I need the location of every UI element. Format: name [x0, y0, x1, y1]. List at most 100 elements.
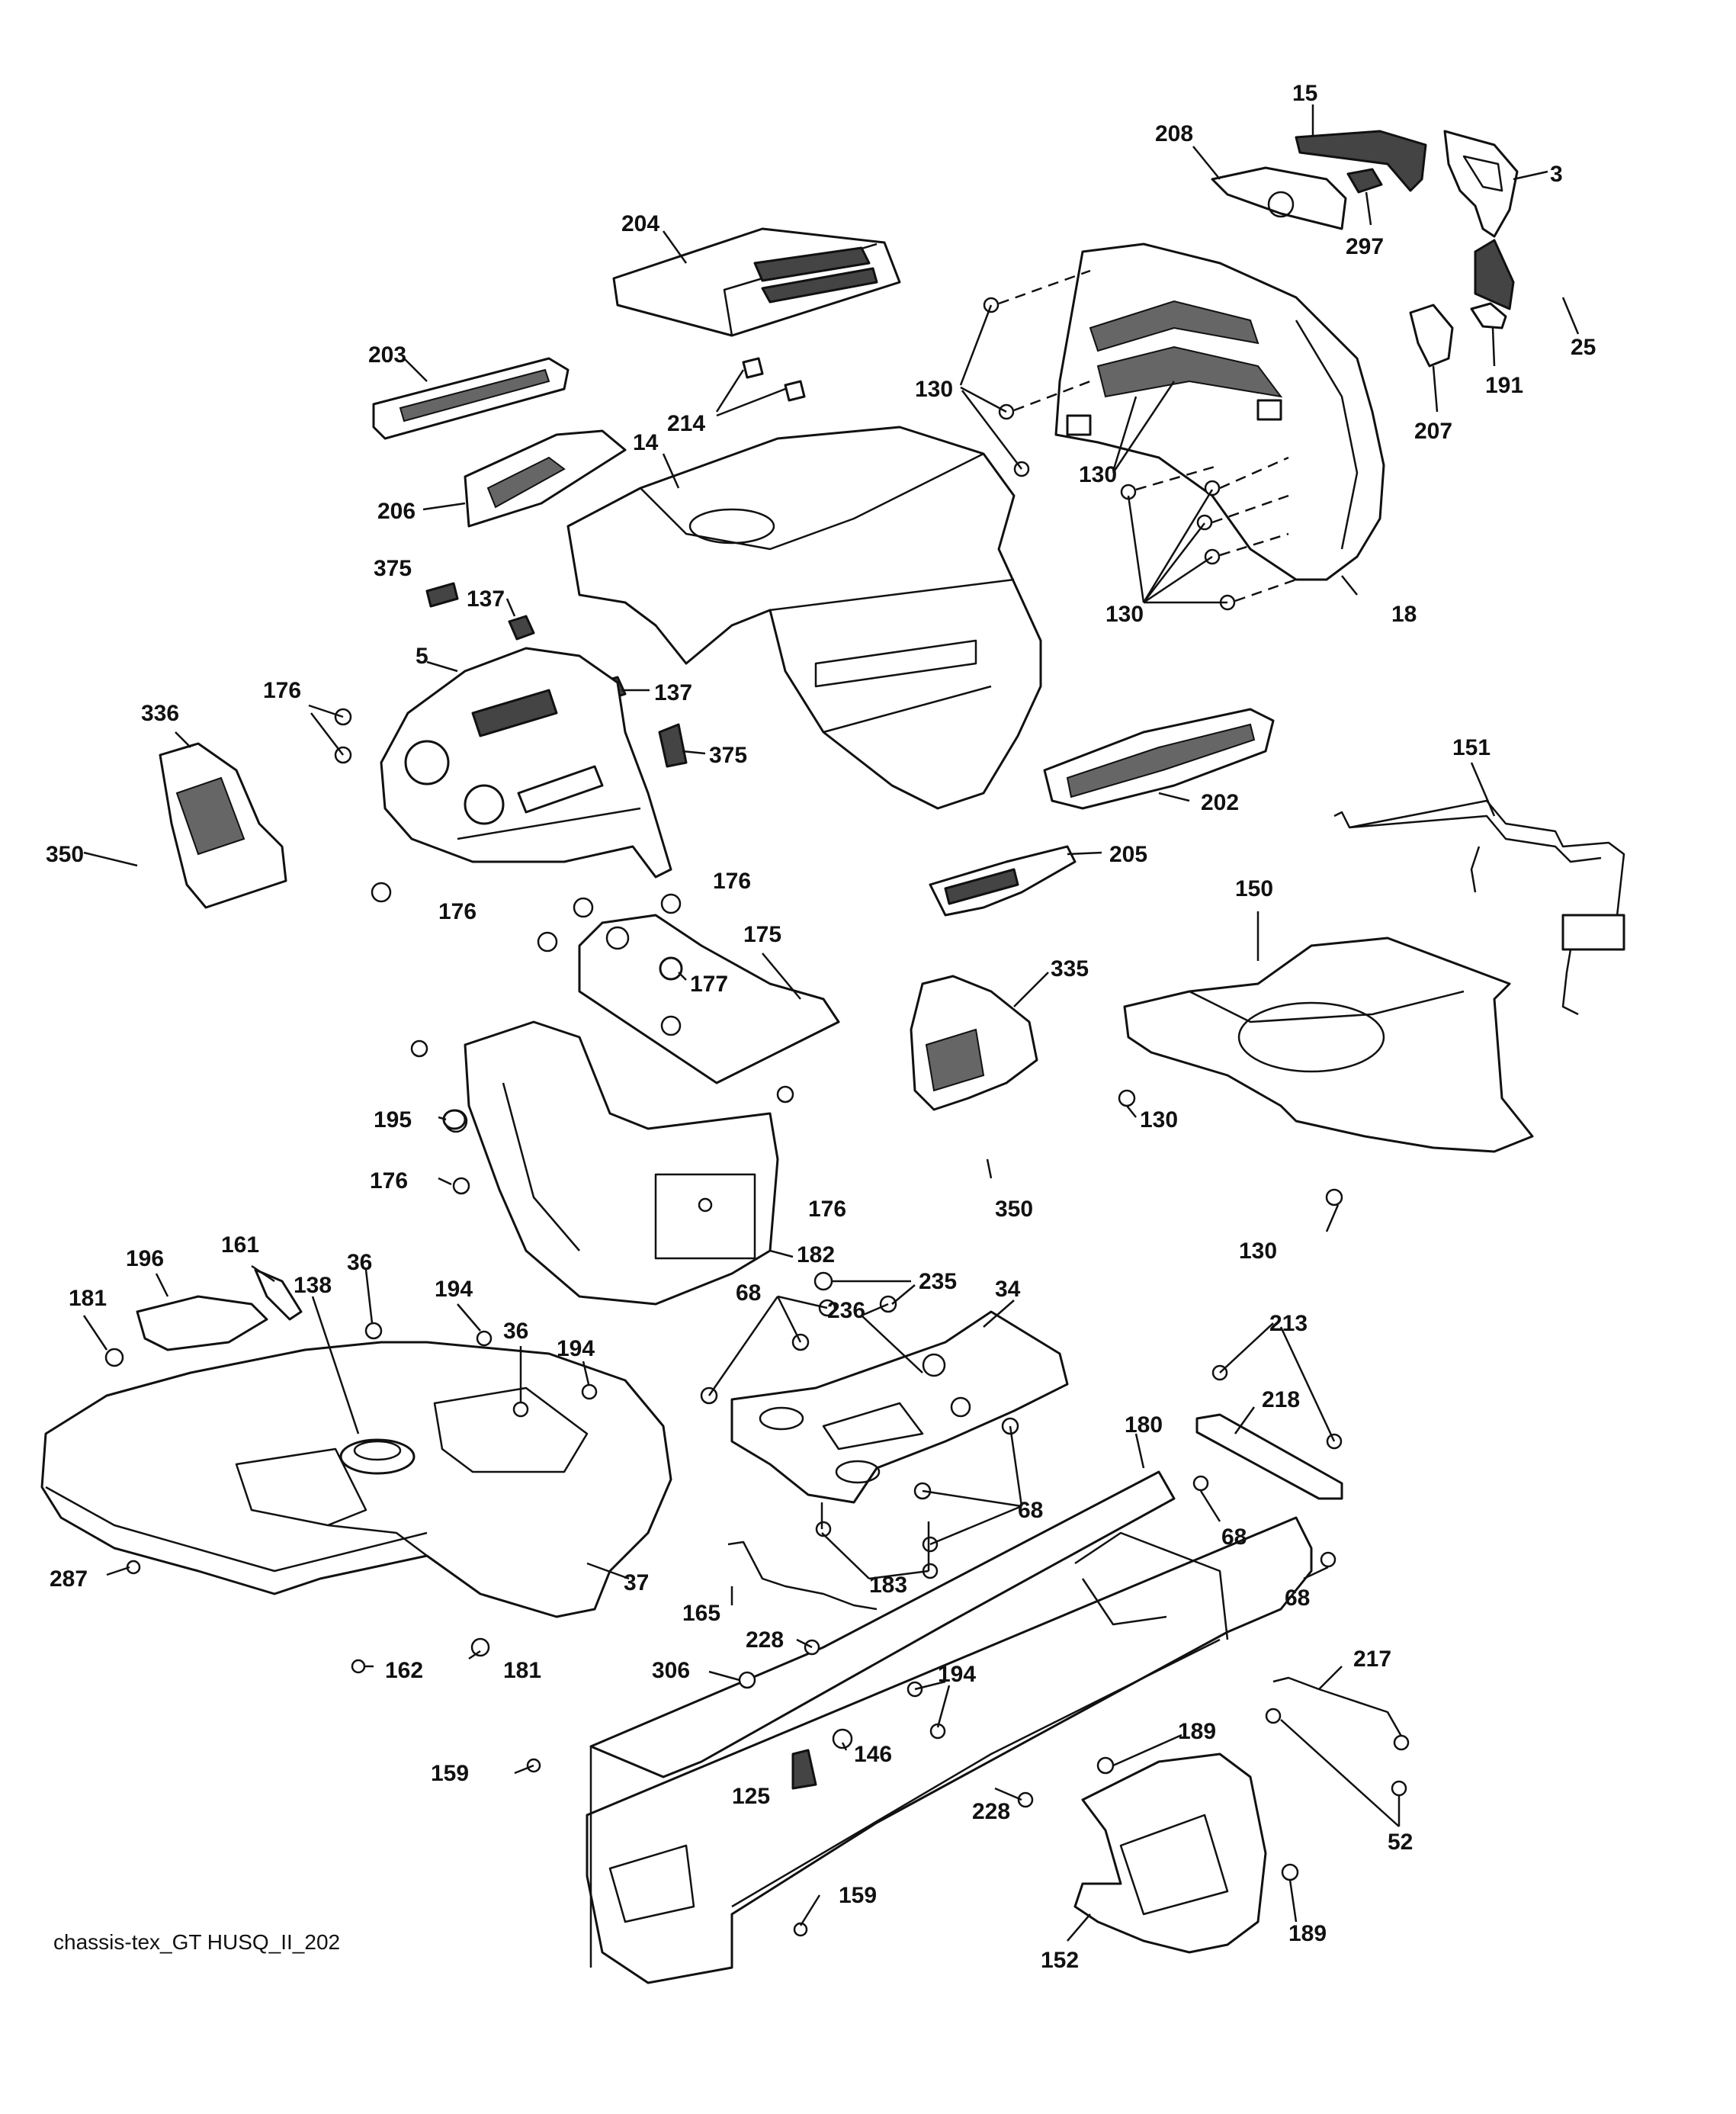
callout-161: 161 [221, 1232, 259, 1258]
callout-375: 375 [374, 556, 412, 581]
bolts-130-lower [1118, 1089, 1343, 1206]
callout-130: 130 [1140, 1107, 1178, 1132]
part-375-pad [425, 582, 688, 768]
part-183-rods [820, 1502, 930, 1571]
callout-194: 194 [435, 1277, 473, 1302]
callout-208: 208 [1155, 121, 1193, 146]
part-205-trim [929, 845, 1077, 917]
callout-235: 235 [919, 1269, 957, 1294]
part-297-clip [1346, 168, 1383, 194]
part-191-bracket [1470, 302, 1507, 329]
callout-206: 206 [377, 499, 416, 524]
part-217-rod [1265, 1676, 1410, 1797]
callout-34: 34 [995, 1277, 1021, 1302]
callout-176: 176 [713, 869, 751, 894]
callout-37: 37 [624, 1570, 649, 1595]
callout-336: 336 [141, 701, 179, 726]
part-151-bracket [1333, 799, 1625, 1016]
callout-189: 189 [1288, 1921, 1327, 1946]
callout-213: 213 [1269, 1311, 1308, 1336]
part-5-dash-panel [380, 647, 672, 879]
part-14-hood-shell [566, 426, 1042, 810]
callout-375: 375 [709, 743, 747, 768]
callout-176: 176 [808, 1197, 846, 1222]
callout-175: 175 [743, 922, 781, 947]
callout-195: 195 [374, 1107, 412, 1132]
callout-130: 130 [1239, 1239, 1277, 1264]
part-152-battery-tray [1073, 1753, 1267, 1954]
part-336-side-panel [159, 742, 287, 909]
callout-182: 182 [797, 1242, 835, 1267]
callout-137: 137 [467, 586, 505, 612]
callout-306: 306 [652, 1658, 690, 1683]
callout-159: 159 [839, 1883, 877, 1908]
callout-125: 125 [732, 1784, 770, 1809]
callout-162: 162 [385, 1658, 423, 1683]
part-204-hood-top [612, 227, 901, 337]
hardware-228-306-194-146 [526, 1639, 1034, 1937]
callout-176: 176 [263, 678, 301, 703]
part-218-bracket [1192, 1364, 1343, 1568]
callout-194: 194 [938, 1662, 976, 1687]
callout-236: 236 [827, 1298, 865, 1323]
callout-214: 214 [667, 411, 705, 436]
callout-204: 204 [621, 211, 659, 236]
callout-228: 228 [746, 1627, 784, 1653]
callout-181: 181 [69, 1286, 107, 1311]
callout-196: 196 [126, 1246, 164, 1271]
callout-207: 207 [1414, 419, 1452, 444]
callout-350: 350 [995, 1197, 1033, 1222]
callout-205: 205 [1109, 842, 1147, 867]
callout-183: 183 [869, 1573, 907, 1598]
callout-218: 218 [1262, 1387, 1300, 1412]
part-207-socket [1409, 304, 1454, 368]
part-3-cover [1443, 130, 1519, 238]
part-206-vent [464, 429, 627, 528]
diagram-caption: chassis-tex_GT HUSQ_II_202 [53, 1930, 340, 1954]
hardware-36-194-181 [104, 1322, 598, 1674]
part-180-frame [586, 1470, 1313, 1984]
callout-159: 159 [431, 1761, 469, 1786]
callout-15: 15 [1292, 81, 1317, 106]
part-34-plate [730, 1310, 1069, 1504]
callout-137: 137 [654, 680, 692, 705]
callout-180: 180 [1125, 1412, 1163, 1438]
callout-152: 152 [1041, 1948, 1079, 1973]
part-202-grille [1043, 708, 1275, 810]
callout-150: 150 [1235, 876, 1273, 901]
part-189-bolts [1096, 1756, 1299, 1881]
callout-138: 138 [294, 1273, 332, 1298]
callout-194: 194 [557, 1336, 595, 1361]
callout-228: 228 [972, 1799, 1010, 1824]
callout-217: 217 [1353, 1647, 1391, 1672]
part-18-front-nose [1054, 243, 1385, 581]
part-208-headlight-bracket [1211, 166, 1347, 230]
callout-25: 25 [1571, 335, 1596, 360]
callout-297: 297 [1346, 234, 1384, 259]
callout-350: 350 [46, 842, 84, 867]
callout-191: 191 [1485, 373, 1523, 398]
part-138-grommet [339, 1438, 416, 1475]
callout-36: 36 [503, 1319, 528, 1344]
part-196-trim [136, 1295, 268, 1351]
part-177-grommet [659, 956, 683, 981]
callout-68: 68 [736, 1280, 761, 1306]
callout-151: 151 [1452, 735, 1491, 760]
part-214-clips [742, 357, 806, 402]
callout-203: 203 [368, 342, 406, 368]
part-150-floor-pan [1123, 937, 1534, 1153]
callout-68: 68 [1018, 1498, 1043, 1523]
callout-68: 68 [1285, 1586, 1310, 1611]
callout-52: 52 [1388, 1830, 1413, 1855]
callout-130: 130 [1079, 462, 1117, 487]
callout-176: 176 [370, 1168, 408, 1194]
part-161-clip [254, 1268, 303, 1321]
callout-labels: 15 208 3 297 25 204 191 207 130 203 214 … [46, 81, 1596, 1973]
part-37-fender [40, 1341, 672, 1618]
part-165-rod [727, 1541, 878, 1611]
part-15-emblem-strip [1295, 130, 1427, 192]
callout-3: 3 [1550, 162, 1563, 187]
callout-189: 189 [1178, 1719, 1216, 1744]
callout-68: 68 [1221, 1524, 1247, 1550]
